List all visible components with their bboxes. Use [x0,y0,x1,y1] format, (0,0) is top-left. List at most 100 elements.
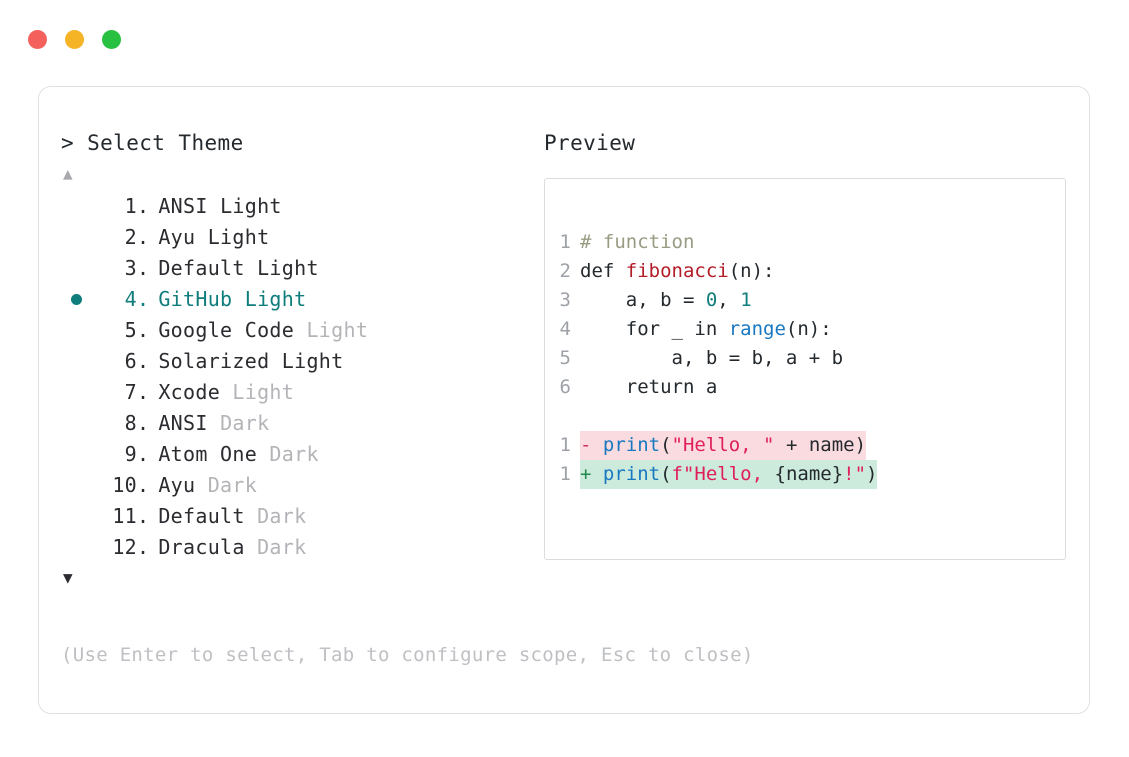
line-number: 5 [559,347,571,369]
theme-item-index: 10 [112,473,137,497]
selection-bullet-icon [61,346,91,377]
preview-title: Preview [544,131,636,155]
theme-item-index: 6 [124,349,137,373]
selected-dot-icon [70,294,82,305]
code-token: {name} [774,463,844,485]
selection-bullet-icon [61,191,91,222]
code-token: def [580,260,626,282]
code-token: ( [660,463,672,485]
code-token: ( [660,434,672,456]
close-window-dot[interactable] [28,30,47,49]
page-title: Select Theme [87,131,244,155]
theme-item-index-period: . [137,318,150,342]
theme-item-index-period: . [137,411,150,435]
theme-item-name: Dracula [158,535,245,559]
theme-item-name: Xcode [158,380,221,404]
selection-bullet-icon [61,501,91,532]
theme-item-index-period: . [137,349,150,373]
theme-list-item[interactable]: 10.Ayu Dark [61,470,531,501]
diff-line-wrapper: 1 + print(f"Hello, {name}!") [557,460,1065,489]
theme-item-name: Google Code [158,318,295,342]
code-line: 4 for _ in range(n): [557,315,1065,344]
scroll-up-icon[interactable]: ▲ [63,164,73,183]
diff-line-number: 1 [559,463,571,485]
maximize-window-dot[interactable] [102,30,121,49]
theme-list-item[interactable]: 8.ANSI Dark [61,408,531,439]
code-token: (n): [785,318,832,340]
theme-list-item[interactable]: 6.Solarized Light [61,346,531,377]
diff-line-wrapper: 1- print("Hello, " + name) [557,431,1065,460]
theme-item-spacer [245,253,257,284]
theme-list-item[interactable]: 11.Default Dark [61,501,531,532]
selection-bullet-icon [61,532,91,563]
theme-item-variant: Light [281,349,344,373]
selection-bullet-icon [61,253,91,284]
code-token: return a [580,376,718,398]
theme-item-index-period: . [137,442,150,466]
prompt-line: > Select Theme [61,129,531,157]
minimize-window-dot[interactable] [65,30,84,49]
diff-sign: + [580,463,603,485]
code-token: f"Hello, [671,463,775,485]
code-token: 0 [705,289,718,311]
code-token: print [602,434,661,456]
theme-item-spacer [257,439,269,470]
theme-list-item[interactable]: 2.Ayu Light [61,222,531,253]
theme-list-item[interactable]: 5. Google Code Light [61,315,531,346]
line-number: 1 [559,231,571,253]
theme-item-index-period: . [137,256,150,280]
scroll-down-icon[interactable]: ▼ [63,568,73,587]
theme-list-item[interactable]: 4.GitHub Light [61,284,531,315]
theme-list-item[interactable]: 7.Xcode Light [61,377,531,408]
selection-bullet-icon [61,470,91,501]
theme-item-index: 7 [124,380,137,404]
theme-item-variant: Light [257,256,319,280]
code-token: print [602,463,661,485]
theme-item-index: 12 [112,535,137,559]
theme-item-index: 1 [124,194,137,218]
theme-item-index: 5 [124,318,137,342]
theme-item-name: Ayu [158,473,196,497]
theme-item-variant: Light [306,318,369,342]
line-number: 3 [559,289,571,311]
theme-list-item[interactable]: 3.Default Light [61,253,531,284]
code-token: , [717,289,741,311]
selection-bullet-icon [61,377,91,408]
selection-bullet-icon [61,408,91,439]
theme-item-index-period: . [137,535,150,559]
selection-bullet-icon [61,284,91,315]
code-token: ) [866,463,878,485]
theme-item-spacer [208,408,220,439]
theme-list-item[interactable]: 1.ANSI Light [61,191,531,222]
selection-bullet-icon [61,222,91,253]
theme-item-index: 4 [124,287,137,311]
selection-bullet-icon [61,439,91,470]
code-token: + name) [774,434,867,456]
theme-item-spacer [232,284,244,315]
line-number: 6 [559,376,571,398]
theme-item-variant: Dark [257,535,307,559]
diff-sign: - [580,434,603,456]
code-line: 1# function [557,228,1065,257]
theme-item-spacer [195,222,207,253]
theme-list-item[interactable]: 9.Atom One Dark [61,439,531,470]
code-token: a, b = b, a + b [580,347,844,369]
code-line: 5 a, b = b, a + b [557,344,1065,373]
theme-list-item[interactable]: 12. Dracula Dark [61,532,531,563]
theme-item-name: Default [158,504,245,528]
code-token: !" [843,463,867,485]
code-line: 3 a, b = 0, 1 [557,286,1065,315]
theme-item-index-period: . [137,504,150,528]
theme-item-index: 8 [124,411,137,435]
prompt-caret-icon: > [61,131,75,155]
theme-item-index-period: . [137,194,150,218]
theme-item-variant: Dark [269,442,319,466]
theme-item-name: ANSI [158,411,208,435]
window-controls [28,30,121,49]
theme-item-spacer [269,346,281,377]
theme-item-index: 11 [112,504,137,528]
theme-item-variant: Light [232,380,295,404]
